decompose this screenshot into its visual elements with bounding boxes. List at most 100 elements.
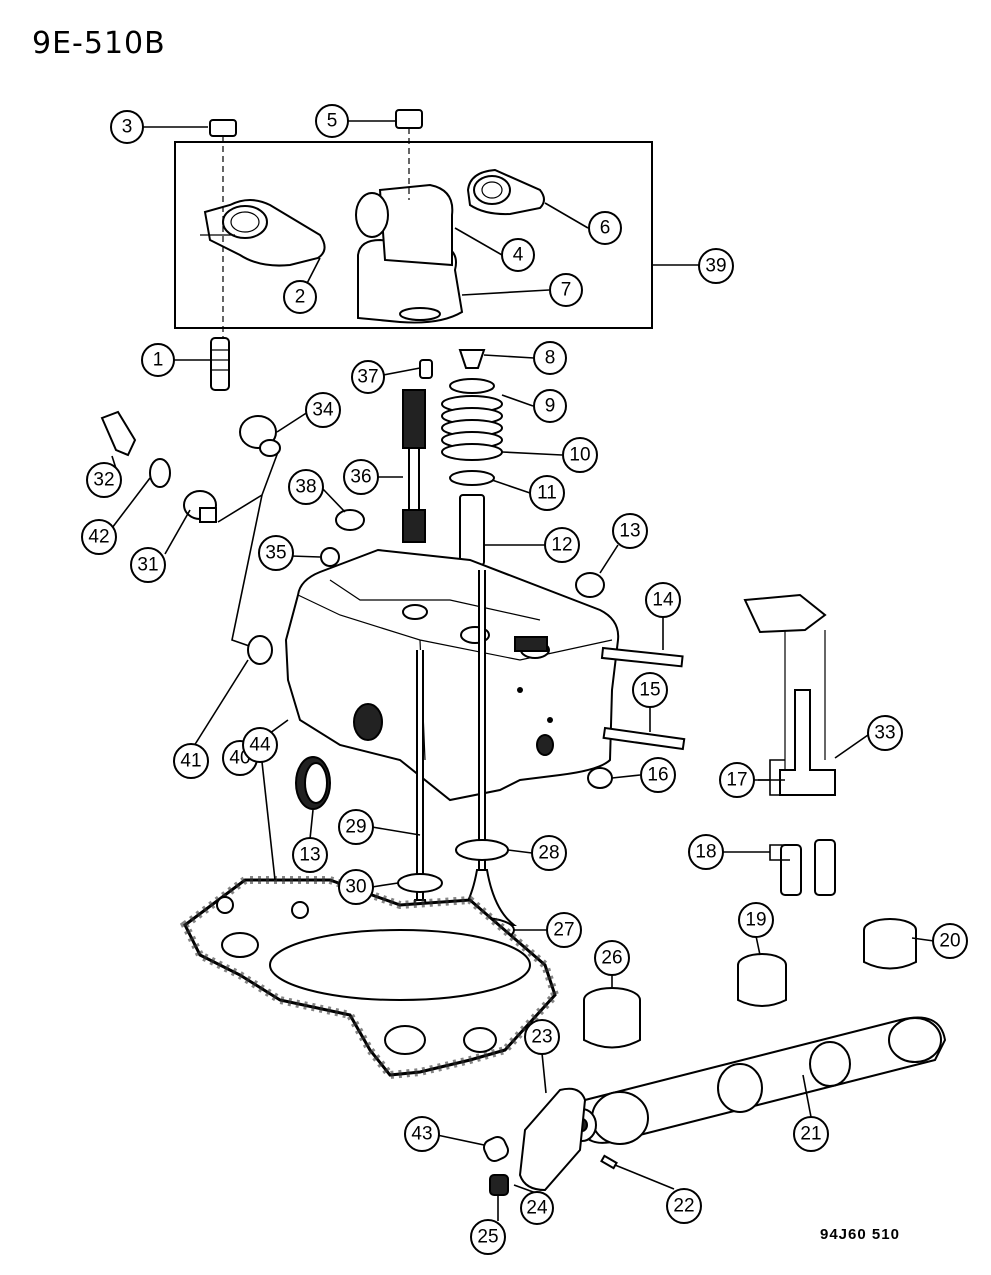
svg-text:8: 8 [545,348,556,369]
callout-37: 37 [351,360,385,394]
svg-text:15: 15 [639,680,660,701]
callout-30: 30 [338,869,374,905]
svg-text:26: 26 [601,948,622,969]
fitting-plug [183,490,217,523]
svg-text:41: 41 [180,751,201,772]
callout-12: 12 [544,527,580,563]
callout-15: 15 [632,672,668,708]
temperature-sender [100,410,137,457]
cam-bearing-26 [583,987,641,1049]
cylinder-head [284,548,620,802]
svg-text:20: 20 [939,931,960,952]
svg-text:35: 35 [265,543,286,564]
rocker-nut-right [395,109,423,129]
callout-34: 34 [305,392,341,428]
callout-9: 9 [533,389,567,423]
callout-27: 27 [546,912,582,948]
callout-21: 21 [793,1116,829,1152]
rocker-stud [210,337,230,391]
callout-1: 1 [141,343,175,377]
rocker-arm-right [466,168,545,216]
callout-2: 2 [283,280,317,314]
svg-text:32: 32 [93,470,114,491]
svg-text:6: 6 [600,218,611,239]
svg-text:43: 43 [411,1124,432,1145]
callout-41: 41 [173,743,209,779]
callout-36: 36 [343,459,379,495]
lifter-assembly [743,593,836,896]
rocker-arm-left [200,199,326,267]
callout-43: 43 [404,1116,440,1152]
dowel-plug [587,767,613,789]
callout-5: 5 [315,104,349,138]
svg-text:16: 16 [647,765,668,786]
callout-4: 4 [501,238,535,272]
key [600,1154,618,1170]
callout-14: 14 [645,582,681,618]
valve-seal-left [397,873,443,893]
bushing [483,1136,509,1162]
cam-bearing-20 [863,918,917,970]
page-title: 9E-510B [32,26,166,61]
callout-28: 28 [531,835,567,871]
callout-13-lower: 13 [292,837,328,873]
svg-text:22: 22 [673,1196,694,1217]
svg-text:3: 3 [122,117,133,138]
svg-text:1: 1 [153,350,164,371]
callout-8: 8 [533,341,567,375]
callout-10: 10 [562,437,598,473]
callout-31: 31 [130,547,166,583]
svg-text:28: 28 [538,843,559,864]
callout-7: 7 [549,273,583,307]
callout-22: 22 [666,1188,702,1224]
svg-text:7: 7 [561,280,572,301]
svg-text:42: 42 [88,527,109,548]
callout-29: 29 [338,809,374,845]
callout-38: 38 [288,469,324,505]
svg-text:2: 2 [295,287,306,308]
callout-39: 39 [698,248,734,284]
svg-text:21: 21 [800,1124,821,1145]
stud-bolt [602,726,686,751]
svg-text:31: 31 [137,555,158,576]
valve-seal-right [455,839,509,861]
svg-text:44: 44 [249,735,271,756]
rocker-pedestal [355,183,464,324]
svg-text:33: 33 [874,723,895,744]
o-ring [247,635,273,665]
callout-33: 33 [867,715,903,751]
valve-spring-stack [441,349,503,566]
svg-text:25: 25 [477,1227,498,1248]
camshaft [567,1016,947,1145]
callout-13: 13 [612,513,648,549]
callout-35: 35 [258,535,294,571]
callout-18: 18 [688,834,724,870]
svg-text:13: 13 [299,845,320,866]
svg-text:4: 4 [513,245,524,266]
callout-25: 25 [470,1219,506,1255]
svg-text:37: 37 [357,367,378,388]
cam-bearing-19 [737,953,787,1007]
callout-17: 17 [719,762,755,798]
callout-6: 6 [588,211,622,245]
svg-text:13: 13 [619,521,640,542]
callout-26: 26 [594,940,630,976]
svg-text:24: 24 [526,1198,548,1219]
rocker-assembly-box [174,141,700,329]
cap-plug [239,415,281,457]
callout-42: 42 [81,519,117,555]
thrust-plate [518,1087,587,1192]
svg-text:14: 14 [652,590,674,611]
callout-16: 16 [640,757,676,793]
freeze-plug-right [575,572,605,598]
svg-text:5: 5 [327,111,338,132]
svg-text:36: 36 [350,467,371,488]
drawing-code: 94J60 510 [820,1226,900,1243]
svg-text:12: 12 [551,535,572,556]
svg-text:10: 10 [569,445,590,466]
svg-text:18: 18 [695,842,716,863]
svg-text:19: 19 [745,910,766,931]
svg-text:17: 17 [726,770,747,791]
svg-text:34: 34 [312,400,334,421]
